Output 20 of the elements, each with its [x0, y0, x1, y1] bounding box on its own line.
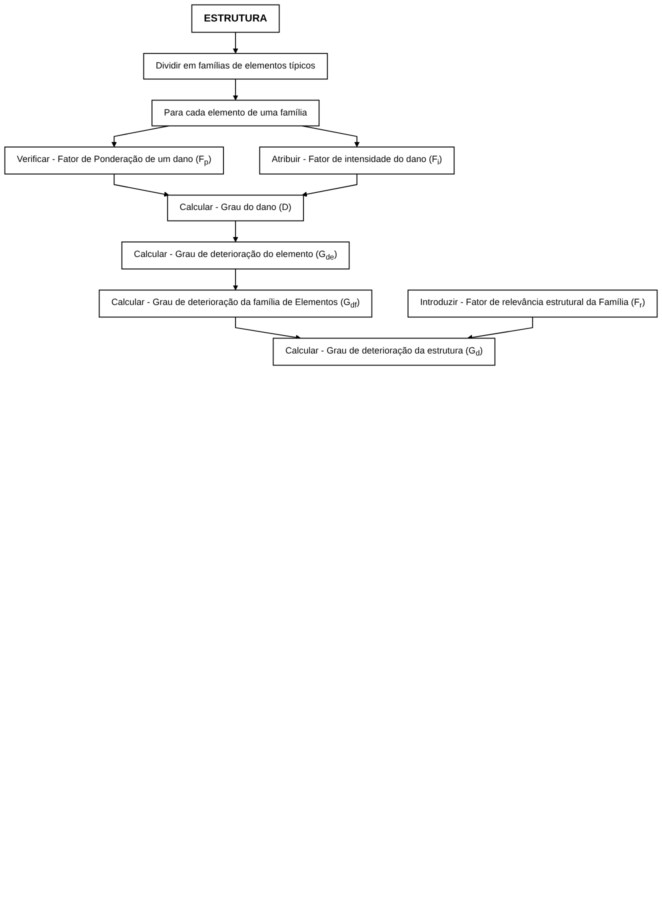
node-box: Dividir em famílias de elementos típicos [143, 52, 328, 80]
arrow [111, 125, 170, 148]
arrow [232, 78, 238, 100]
node-box: Introduzir - Fator de relevância estrutural da Família (F$_{r}$) [408, 290, 658, 318]
node-box: Calcular - Grau de deterioração da estrutura (G$_{d}$) [272, 338, 496, 366]
arrow [114, 174, 170, 197]
arrow [232, 32, 238, 54]
node-box: Calcular - Grau de deterioração da família de Elementos (G$_{df}$) [98, 290, 372, 318]
arrow [232, 220, 238, 242]
node-box: Para cada elemento de uma família [152, 100, 320, 126]
arrow [467, 316, 534, 340]
node-box: Calcular - Grau do dano (D) [167, 194, 304, 222]
arrow [235, 316, 301, 340]
node-box: Verificar - Fator de Ponderação de um dano (F$_{p}$) [4, 146, 224, 174]
arrow [232, 268, 238, 290]
node-box: Calcular - Grau de deterioração do elemento (G$_{de}$) [121, 242, 350, 270]
node-box: ESTRUTURA [191, 4, 280, 33]
node-box: Atribuir - Fator de intensidade do dano (F$_{i}$) [259, 146, 455, 174]
arrow [302, 125, 360, 148]
arrow [302, 174, 358, 197]
